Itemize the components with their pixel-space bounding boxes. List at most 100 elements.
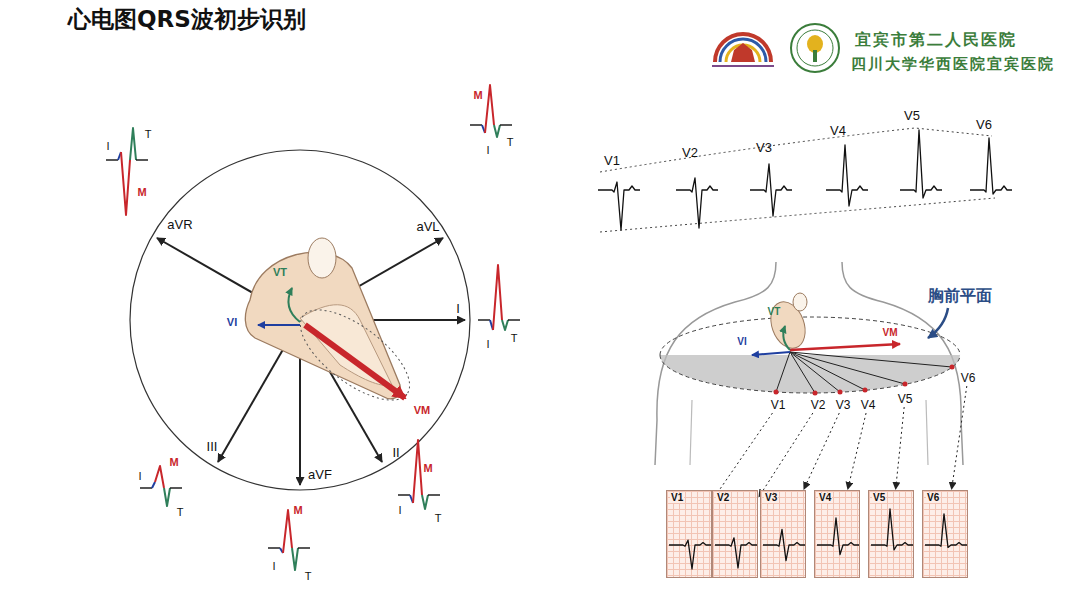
ellipse-shape xyxy=(308,238,336,278)
dotted-arrow xyxy=(848,413,866,489)
dotted-arrow xyxy=(952,386,967,489)
path-shape xyxy=(300,305,392,386)
path-shape xyxy=(731,43,755,62)
strip-label: V2 xyxy=(716,493,730,503)
strip-label: V6 xyxy=(926,493,940,503)
circle-shape xyxy=(130,150,470,490)
electrode-name: V4 xyxy=(861,399,876,411)
hospital-name: 宜宾市第二人民医院 xyxy=(855,32,1017,48)
vector-label: VT xyxy=(768,307,781,317)
vector-label: VI xyxy=(737,337,746,347)
electrode-name: V2 xyxy=(811,399,826,411)
hospital-name: 四川大学华西医院宜宾医院 xyxy=(851,57,1055,72)
main-vector-trace xyxy=(121,152,130,215)
axis-label: II xyxy=(392,446,399,459)
strip-trace xyxy=(667,491,712,578)
baseline xyxy=(136,159,148,160)
baseline xyxy=(298,547,310,548)
baseline xyxy=(140,487,152,488)
axis-label: aVF xyxy=(308,468,332,481)
electrode-name: V6 xyxy=(961,372,976,384)
hospital-logo xyxy=(791,24,839,72)
strip-trace xyxy=(869,491,914,578)
line-shape xyxy=(790,352,840,392)
path-shape xyxy=(715,34,771,62)
qrs-trace xyxy=(669,540,711,569)
strip-label: V5 xyxy=(872,493,886,503)
terminal-vector-trace xyxy=(502,320,508,330)
line-shape xyxy=(776,352,790,392)
strip-trace xyxy=(713,491,758,578)
main-vector-trace xyxy=(413,440,422,503)
axis-label: III xyxy=(207,440,218,453)
plane-label: 胸前平面 xyxy=(928,288,992,304)
strip-label: V4 xyxy=(818,493,832,503)
lead-label: V4 xyxy=(830,124,846,137)
wave-label: M xyxy=(473,90,482,101)
vector-label: VM xyxy=(883,328,898,338)
baseline xyxy=(500,124,512,125)
wave-label: M xyxy=(169,457,178,468)
vector-arrows xyxy=(752,326,900,355)
axis-label: aVL xyxy=(416,220,439,233)
qrs-trace xyxy=(970,138,1012,194)
strip-trace xyxy=(761,491,806,578)
qrs-trace xyxy=(750,164,792,216)
baseline xyxy=(478,319,490,320)
strip-trace xyxy=(815,491,860,578)
line-shape xyxy=(752,352,790,355)
wave-label: I xyxy=(398,505,401,516)
ecg-strip: V1 xyxy=(666,490,712,578)
ecg-strip: V6 xyxy=(922,490,968,578)
dotted-arrow xyxy=(713,413,772,499)
baseline xyxy=(508,319,520,320)
wave-label: T xyxy=(145,129,152,140)
electrode-label: V2 xyxy=(809,398,828,412)
wave-label: I xyxy=(486,339,489,350)
ecg-strip: V2 xyxy=(712,490,758,578)
main-vector-trace xyxy=(155,466,164,488)
vector-arrows xyxy=(258,288,405,398)
strip-label: V1 xyxy=(670,493,684,503)
electrode-label: V1 xyxy=(769,398,788,412)
heart-drawing xyxy=(765,293,811,353)
line-shape xyxy=(712,65,774,67)
circle-shape xyxy=(903,382,908,387)
qrs-trace xyxy=(763,529,805,560)
precordial-waveforms xyxy=(598,130,1012,230)
wave-label: I xyxy=(486,145,489,156)
ecg-strip: V5 xyxy=(868,490,914,578)
hospital-logo xyxy=(712,34,774,66)
qrs-trace xyxy=(676,178,718,228)
electrode-label: V5 xyxy=(896,392,915,406)
dotted-arrow xyxy=(759,413,813,497)
strip-trace xyxy=(923,491,968,578)
precordial-plane xyxy=(660,317,960,393)
path-shape xyxy=(600,128,992,172)
electrode-label: V3 xyxy=(834,398,853,412)
heart-drawing xyxy=(245,238,423,416)
pointer-arrow xyxy=(928,308,948,338)
wave-label: T xyxy=(305,571,312,582)
lead-waveforms xyxy=(106,85,520,570)
qrs-trace xyxy=(925,514,967,548)
wave-label: I xyxy=(138,471,141,482)
wave-label: M xyxy=(137,187,146,198)
path-shape xyxy=(690,400,692,465)
terminal-vector-trace xyxy=(494,125,500,137)
terminal-vector-trace xyxy=(164,488,170,506)
main-vector-trace xyxy=(283,510,292,553)
baseline xyxy=(428,494,440,495)
rect-shape xyxy=(813,50,817,62)
axis-label: aVR xyxy=(167,218,192,231)
terminal-vector-trace xyxy=(292,548,298,570)
circle-shape xyxy=(838,390,843,395)
line-shape xyxy=(258,324,300,326)
electrode-label: V6 xyxy=(959,371,978,385)
axis-label: I xyxy=(456,302,460,315)
torso-outline xyxy=(655,262,963,465)
path-shape xyxy=(600,198,995,232)
ellipse-shape xyxy=(286,294,424,417)
